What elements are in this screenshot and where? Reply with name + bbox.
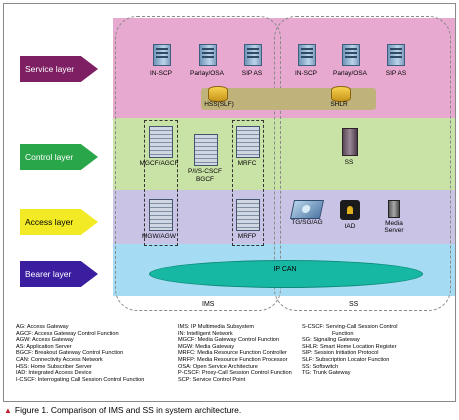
ss-domain-label: SS (349, 301, 359, 308)
mgcf-rack-icon (149, 126, 173, 158)
iad-device-icon (340, 200, 360, 220)
ims-in-scp-label: IN-SCP (149, 70, 173, 77)
glossary-entry: AGW: Access Gateway (16, 337, 74, 344)
glossary-entry: AS: Application Server (16, 343, 72, 350)
glossary-entry: SS: Softswitch (302, 363, 339, 370)
ims-sip-as-label: SIP AS (241, 70, 263, 77)
media-server-icon (388, 200, 400, 218)
cscf-rack-icon (194, 134, 218, 166)
figure-caption: ▲Figure 1. Comparison of IMS and SS in s… (4, 405, 241, 415)
mrfp-rack-icon (236, 199, 260, 231)
glossary-entry: HSS: Home Subscriber Server (16, 363, 92, 370)
mrfc-rack-icon (236, 126, 260, 158)
iad-label: IAD (344, 223, 356, 230)
ss-in-scp-server-icon (298, 44, 316, 66)
diagram-frame: Service layer Control layer Access layer… (3, 3, 456, 402)
glossary-entry: BGCF: Breakout Gateway Control Function (16, 350, 124, 357)
shlr-database-icon (331, 86, 351, 102)
glossary-entry: IMS: IP Multimedia Subsystem (178, 324, 255, 330)
ims-domain-outline (115, 16, 281, 311)
caption-marker-icon: ▲ (4, 406, 12, 415)
service-layer-arrow: Service layer (20, 56, 98, 82)
glossary-entry: MRFP: Media Resource Function Processor (178, 356, 288, 363)
glossary-entry: SLF: Subscription Locator Function (302, 356, 390, 363)
ss-softswitch-label: SS (344, 159, 354, 166)
ss-parlay-label: Parlay/OSA (333, 70, 367, 77)
glossary-entry: Function (332, 330, 354, 337)
mgcf-mgw-group-outline (144, 120, 178, 246)
access-layer-arrow: Access layer (20, 209, 98, 235)
mrfc-label: MRFC (237, 160, 257, 167)
mrfc-mrfp-group-outline (232, 120, 264, 246)
hss-database-icon (208, 86, 228, 102)
glossary-entry: CAN: Connectivity Access Network (16, 356, 103, 363)
glossary-column-3: S-CSCF: Serving-Call Session Control Fun… (302, 324, 397, 377)
bearer-layer-arrow: Bearer layer (20, 261, 98, 287)
mgw-agw-label: MGW/AGW (142, 233, 176, 240)
ip-can-label: IP CAN (273, 266, 297, 273)
bgcf-label: BGCF (195, 176, 215, 183)
ss-domain-outline (274, 16, 451, 311)
softswitch-icon (342, 128, 358, 156)
media-server-label: Media Server (384, 220, 404, 234)
glossary-entry: MGW: Media Gateway (178, 343, 235, 350)
glossary-column-2: IMS: IP Multimedia Subsystem IN: Intelli… (178, 324, 292, 383)
glossary-entry: AGCF: Access Gateway Control Function (16, 330, 119, 337)
glossary-entry: IN: Intelligent Network (178, 330, 233, 337)
ss-parlay-server-icon (342, 44, 360, 66)
ims-parlay-server-icon (199, 44, 217, 66)
glossary-entry: AG: Access Gateway (16, 324, 69, 330)
glossary-entry: MRFC: Media Resource Function Controller (178, 350, 287, 357)
ims-in-scp-server-icon (153, 44, 171, 66)
shlr-label: SHLR (330, 101, 348, 108)
glossary-entry: SCP: Service Control Point (178, 376, 246, 383)
ss-sip-as-server-icon (387, 44, 405, 66)
glossary-entry: OSA: Open Service Architecture (178, 363, 258, 370)
glossary-entry: SIP: Session Initiation Protocol (302, 350, 379, 357)
cscf-label: P/I/S-CSCF (188, 168, 222, 175)
control-layer-arrow: Control layer (20, 144, 98, 170)
glossary-entry: S-CSCF: Serving-Call Session Control (302, 324, 398, 330)
glossary-entry: MGCF: Media Gateway Control Function (178, 337, 280, 344)
hss-label: HSS(SLF) (204, 101, 234, 108)
ims-domain-label: IMS (202, 301, 215, 308)
glossary-entry: SG: Signaling Gateway (302, 337, 360, 344)
mgcf-agcf-label: MGCF/AGCF (139, 160, 179, 167)
ss-sip-as-label: SIP AS (385, 70, 407, 77)
glossary-entry: P-CSCF: Proxy-Call Session Control Funct… (178, 370, 292, 377)
trunk-gateway-icon (289, 200, 325, 219)
glossary-entry: I-CSCF: Interrogating Call Session Contr… (16, 376, 145, 383)
caption-text: Figure 1. Comparison of IMS and SS in sy… (14, 405, 242, 415)
glossary-column-1: AG: Access Gateway AGCF: Access Gateway … (16, 324, 144, 383)
ims-parlay-label: Parlay/OSA (190, 70, 224, 77)
glossary-entry: IAD: Integrated Access Device (16, 370, 92, 377)
tg-sg-ag-label: TG/SG/AG (291, 219, 323, 226)
ip-can-ellipse (149, 260, 423, 288)
ims-sip-as-server-icon (244, 44, 262, 66)
mgw-rack-icon (149, 199, 173, 231)
glossary-entry: SHLR: Smart Home Location Register (302, 343, 397, 350)
glossary-entry: TG: Trunk Gateway (302, 370, 351, 377)
mrfp-label: MRFP (237, 233, 257, 240)
ss-in-scp-label: IN-SCP (294, 70, 318, 77)
